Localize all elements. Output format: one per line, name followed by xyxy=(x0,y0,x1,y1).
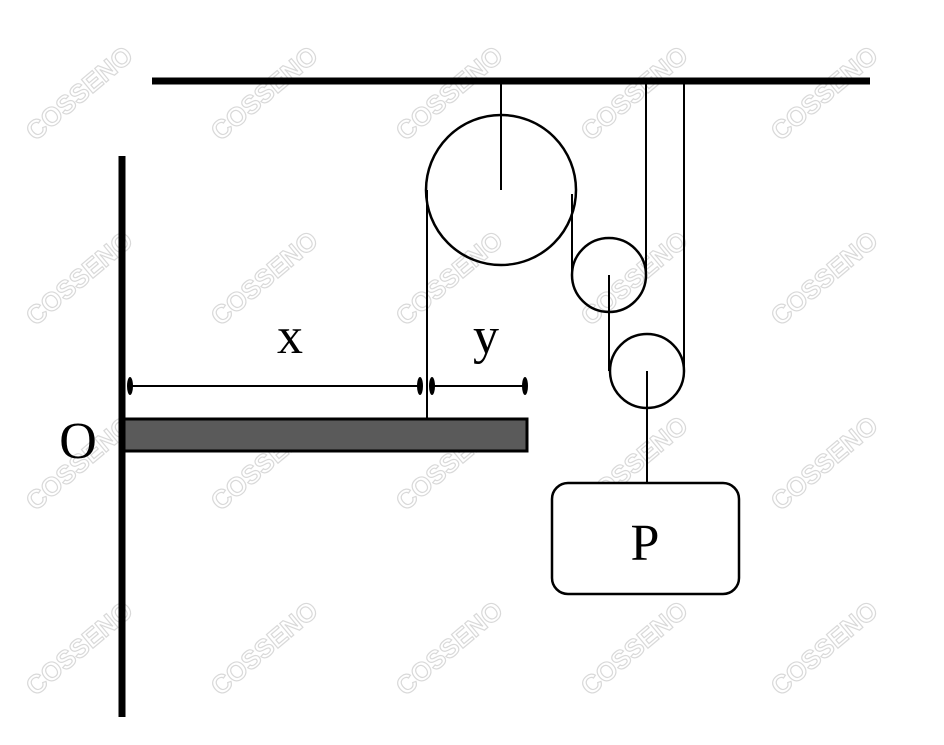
watermark-text: COSSENO xyxy=(390,40,509,147)
distance-y-label: y xyxy=(473,308,499,365)
watermark-text: COSSENO xyxy=(575,40,694,147)
beam xyxy=(122,417,529,453)
watermark-text: COSSENO xyxy=(765,595,884,702)
dimension-tick-x-end xyxy=(417,377,423,395)
watermark-text: COSSENO xyxy=(390,595,509,702)
dimension-tick-x-start xyxy=(127,377,133,395)
load-label: P xyxy=(631,515,660,572)
watermark-text: COSSENO xyxy=(205,595,324,702)
dimension-tick-y-start xyxy=(429,377,435,395)
watermark-text: COSSENO xyxy=(765,410,884,517)
watermark-text: COSSENO xyxy=(765,40,884,147)
origin-label: O xyxy=(59,413,97,470)
distance-x-label: x xyxy=(277,308,303,365)
watermark-text: COSSENO xyxy=(575,595,694,702)
load-box xyxy=(550,481,741,596)
watermark-text: COSSENO xyxy=(205,40,324,147)
dimension-tick-y-end xyxy=(522,377,528,395)
watermark-layer: COSSENO COSSENO COSSENO COSSENO COSSENO COSSE… xyxy=(19,39,884,702)
watermark-text: COSSENO xyxy=(765,225,884,332)
watermark-text: COSSENO xyxy=(20,40,139,147)
watermark-text: COSSENO xyxy=(205,225,324,332)
